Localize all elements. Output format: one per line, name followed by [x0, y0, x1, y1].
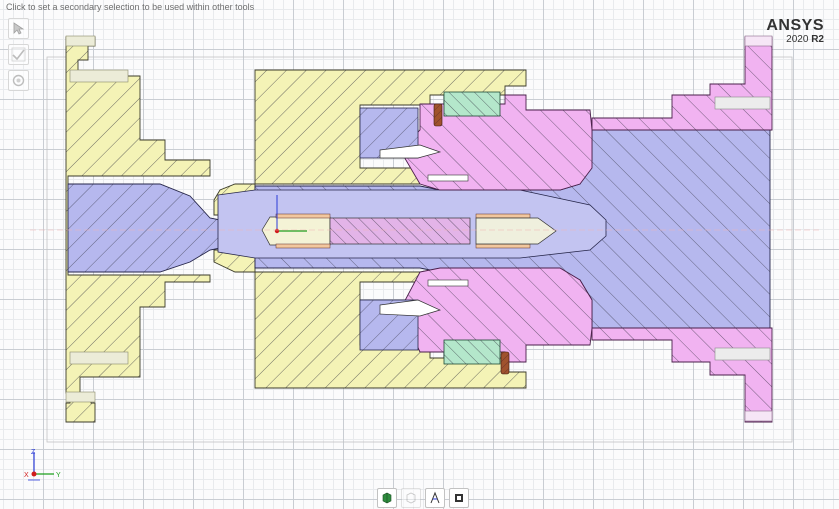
settings-tool-button[interactable] [8, 70, 29, 91]
status-hint: Click to set a secondary selection to be… [6, 2, 255, 12]
check-tool-icon [11, 47, 26, 62]
bottom-toolbar [377, 488, 469, 508]
section-view-button[interactable] [425, 488, 445, 508]
bearing-ring-lower[interactable] [443, 339, 510, 375]
outer-housing[interactable] [399, 35, 773, 423]
bearing-ring-upper[interactable] [433, 91, 501, 127]
seal-upper[interactable] [359, 107, 469, 182]
triad-y-label: Y [56, 472, 61, 479]
brand-version: 2020 R2 [786, 34, 824, 45]
settings-tool-icon [12, 74, 25, 87]
layers-view-button[interactable] [449, 488, 469, 508]
wireframe-view-button[interactable] [401, 488, 421, 508]
layers-view-icon [455, 494, 463, 502]
solid-view-button[interactable] [377, 488, 397, 508]
triad-x-label: X [24, 472, 29, 479]
bounding-frame [46, 56, 793, 443]
triad-z-label: Z [31, 449, 36, 456]
wireframe-view-icon [406, 492, 416, 504]
seal-lower[interactable] [359, 279, 469, 351]
select-tool-button[interactable] [8, 18, 29, 39]
section-view-icon [430, 491, 440, 504]
brand-name: ANSYS [766, 17, 824, 34]
axis-triad: Z Y X [24, 449, 61, 481]
select-tool-icon [13, 22, 25, 35]
ansys-logo: ANSYS 2020 R2 [766, 18, 824, 46]
solid-view-icon [382, 492, 392, 504]
left-flange[interactable] [65, 35, 211, 423]
check-tool-button[interactable] [8, 44, 29, 65]
threaded-screw[interactable] [261, 213, 557, 249]
